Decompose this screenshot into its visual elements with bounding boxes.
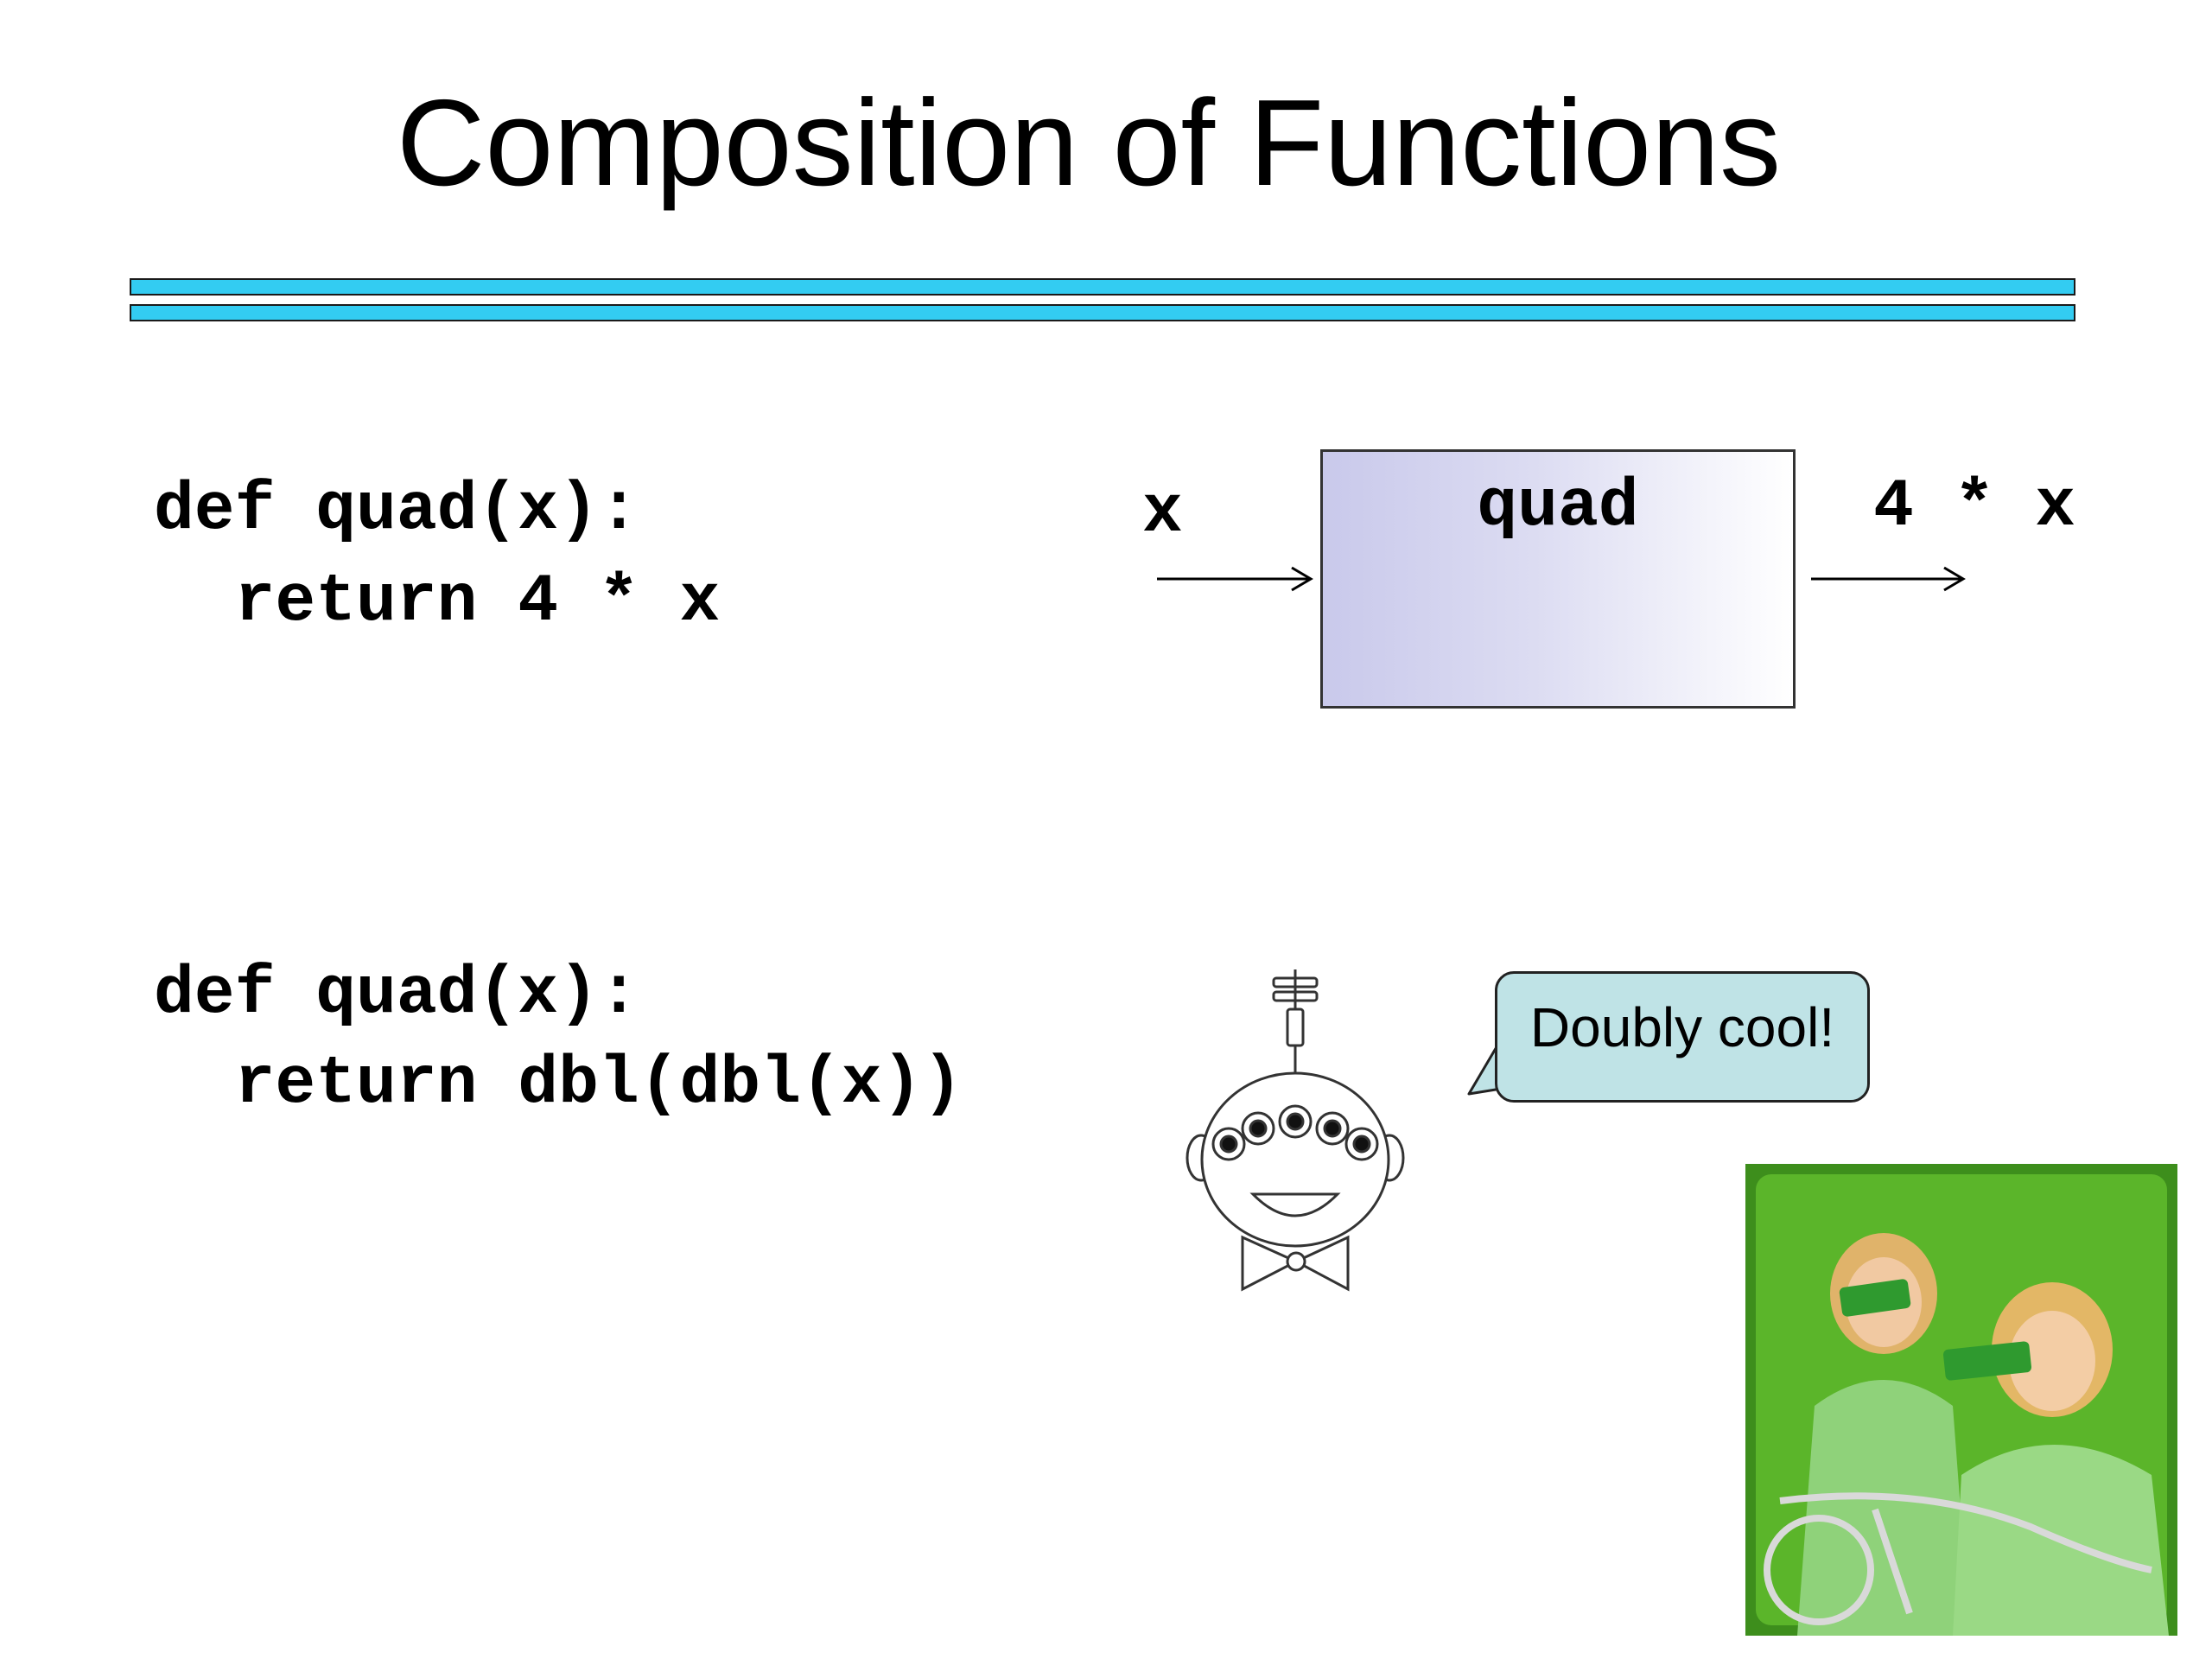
function-box-quad bbox=[1320, 449, 1796, 709]
alien-cartoon-icon bbox=[1185, 969, 1405, 1292]
code-quad-dbl-line1: def quad(x): bbox=[154, 957, 639, 1033]
speech-bubble bbox=[1495, 971, 1870, 1103]
diagram-output-label: 4 * x bbox=[1873, 469, 2076, 545]
code-quad-dbl-line2: return dbl(dbl(x)) bbox=[154, 1046, 963, 1122]
code-quad-line1: def quad(x): bbox=[154, 473, 639, 549]
speech-bubble-text: Doubly cool! bbox=[1529, 996, 1835, 1058]
title-rule-bottom bbox=[130, 304, 2075, 321]
title-rule-top bbox=[130, 278, 2075, 296]
diagram-input-label: x bbox=[1142, 475, 1183, 551]
twins-doublemint-photo bbox=[1745, 1164, 2177, 1636]
function-box-label: quad bbox=[1477, 469, 1639, 545]
output-arrow bbox=[1811, 566, 1966, 592]
slide-title: Composition of Functions bbox=[396, 74, 1782, 212]
code-quad-line2: return 4 * x bbox=[154, 564, 721, 640]
input-arrow bbox=[1157, 566, 1313, 592]
